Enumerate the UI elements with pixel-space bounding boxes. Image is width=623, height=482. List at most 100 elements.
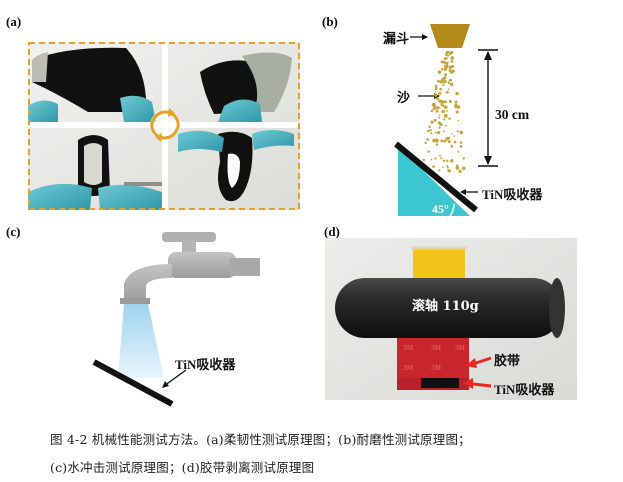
svg-text:3M: 3M: [403, 345, 413, 352]
sand-particle: [449, 158, 454, 163]
sand-particle: [437, 70, 442, 74]
panel-a-photo-grid: [28, 42, 300, 210]
water-jet: [118, 304, 164, 378]
faucet-icon: [120, 232, 260, 304]
sand-particle: [434, 106, 437, 109]
sand-particle: [459, 130, 464, 135]
sand-particle: [456, 105, 461, 109]
tin-absorber-plate: [394, 141, 478, 213]
sand-particle: [443, 114, 448, 118]
sand-particle: [450, 56, 455, 60]
sand-particle: [439, 87, 442, 91]
sand-particle: [442, 166, 444, 168]
sand-particle: [438, 126, 441, 129]
sand-particle: [438, 91, 442, 96]
panel-c-diagram: [92, 232, 260, 407]
sand-particle: [447, 88, 450, 91]
sand-particle: [440, 68, 444, 71]
sand-particle: [432, 165, 435, 168]
sand-particle: [462, 157, 465, 160]
sand-particle: [441, 110, 445, 113]
sand-particle: [448, 65, 453, 70]
svg-text:3M: 3M: [431, 365, 441, 372]
sand-particle: [433, 118, 437, 122]
sand-particle: [427, 150, 430, 153]
sand-particle: [435, 138, 439, 143]
sand-particle: [434, 93, 438, 97]
tin-absorber-plate: [92, 359, 174, 407]
sand-particle: [455, 91, 459, 96]
sand-particle: [434, 84, 438, 88]
sand-particle: [436, 106, 440, 110]
sand-particle: [446, 164, 449, 167]
sand-particle: [435, 143, 439, 146]
sand-particle: [450, 70, 454, 74]
sand-particle: [444, 73, 447, 77]
photo-teardrop-sheet: [178, 130, 294, 202]
sand-particle: [443, 57, 447, 61]
sand-particle: [434, 131, 437, 134]
sand-particle: [450, 144, 453, 147]
funnel-icon: [430, 24, 470, 48]
sand-label: 沙: [397, 91, 411, 106]
sand-particle: [434, 87, 438, 90]
sand-particle: [430, 120, 434, 124]
funnel-label: 漏斗: [383, 32, 410, 47]
sand-particle: [428, 125, 431, 129]
sand-particle: [453, 135, 455, 137]
photo-bent-sheet-1: [28, 47, 156, 122]
sand-particle: [445, 109, 448, 112]
sand-particle: [434, 157, 437, 160]
sand-particle: [442, 83, 445, 87]
roller: [335, 278, 563, 338]
sand-particle: [453, 140, 457, 144]
sand-particle: [454, 103, 458, 107]
sand-particle: [457, 150, 460, 153]
sand-particle: [462, 166, 466, 170]
sand-particle: [440, 157, 443, 160]
sand-particle: [445, 137, 450, 141]
sand-particles: [422, 50, 466, 174]
sand-particle: [446, 61, 449, 64]
panel-b-absorber-label: TiN吸收器: [482, 187, 543, 202]
sand-particle: [443, 105, 448, 109]
svg-text:3M: 3M: [455, 345, 465, 352]
sand-particle: [457, 119, 460, 122]
height-dimension-marker: [478, 49, 498, 167]
sand-particle: [435, 109, 439, 113]
cycle-arrows-icon: [150, 108, 180, 142]
sand-particle: [456, 164, 459, 167]
sand-particle: [456, 130, 459, 133]
tape-label: 胶带: [494, 354, 521, 369]
angle-label: 45°: [432, 202, 449, 216]
sand-particle: [455, 166, 460, 170]
photo-rolled-sheet: [28, 135, 162, 210]
height-label: 30 cm: [495, 107, 530, 122]
sand-particle: [455, 110, 459, 114]
sand-particle: [435, 138, 438, 140]
sand-particle: [446, 159, 449, 163]
sand-particle: [449, 169, 452, 172]
sand-particle: [442, 130, 445, 133]
sand-particle: [439, 124, 442, 127]
sand-particle: [436, 97, 440, 101]
panel-b-diagram: [394, 24, 498, 217]
sand-particle: [451, 60, 454, 63]
sand-particle: [443, 118, 446, 121]
sand-particle: [443, 77, 446, 80]
sand-particle: [443, 80, 446, 84]
panel-a-label: (a): [6, 14, 22, 29]
sand-particle: [440, 103, 444, 107]
sand-particle: [443, 67, 448, 71]
figure-caption-line1: 图 4-2 机械性能测试方法。(a)柔韧性测试原理图；(b)耐磨性测试原理图；: [50, 432, 471, 447]
sand-particle: [431, 102, 436, 107]
sand-particle: [443, 139, 447, 143]
sand-particle: [445, 90, 449, 94]
sand-particle: [430, 158, 433, 161]
sand-particle: [448, 99, 452, 104]
sand-particle: [458, 169, 462, 174]
sand-particle: [437, 121, 441, 125]
roller-label: 滚轴 110g: [412, 299, 479, 314]
sand-particle: [444, 64, 447, 67]
sand-particle: [436, 130, 441, 135]
